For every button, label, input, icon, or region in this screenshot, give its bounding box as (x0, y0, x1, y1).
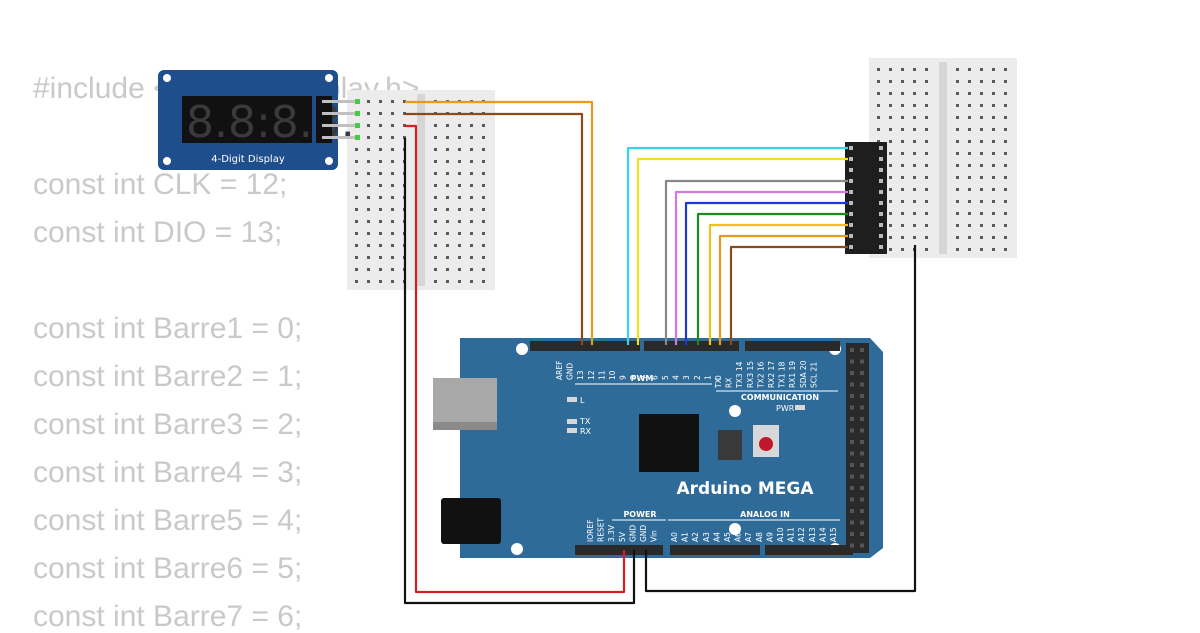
wire-gnd-bar (644, 245, 917, 593)
breadboard-right (869, 58, 1017, 258)
analog-pin-label: A3 (702, 532, 711, 542)
comm-pin-label: RX1 19 (788, 361, 797, 388)
analog-pin-label: A10 (776, 527, 785, 542)
analog-pin-label: A6 (734, 532, 743, 542)
code-line: const int Barre1 = 0; (33, 312, 303, 345)
bar-led-header (845, 142, 887, 254)
power-jack (441, 498, 501, 544)
analog-pin-label: A12 (797, 527, 806, 542)
wire-bar6 (696, 212, 848, 345)
comm-pin-label: SDA 20 (799, 360, 808, 388)
comm-pin-label: RX2 17 (767, 361, 776, 388)
analog-pin-label: A13 (808, 527, 817, 542)
power-pin-label: GND (628, 525, 637, 542)
code-line: const int Barre6 = 5; (33, 552, 303, 585)
comm-pin-label: TX3 14 (735, 361, 744, 389)
microcontroller-chip (639, 414, 699, 472)
breadboard-left (347, 90, 495, 290)
digital-pin-label: 4 (672, 375, 681, 380)
analog-pin-label: A7 (744, 532, 753, 542)
board-name: Arduino MEGA (677, 479, 815, 499)
digital-pin-label: 10 (608, 370, 617, 380)
comm-pin-label: TX1 18 (778, 361, 787, 389)
digital-pin-label: 11 (597, 370, 606, 380)
power-pin-label: 5V (618, 531, 627, 542)
digital-pin-label: 3 (682, 375, 691, 380)
led-l-label: L (580, 396, 585, 405)
wire-bar2 (636, 157, 848, 345)
wire-bar5 (684, 201, 848, 345)
power-pin-label: RESET (597, 518, 606, 542)
code-line: const int DIO = 13; (33, 216, 283, 249)
icsp-header (718, 430, 742, 460)
wires (403, 100, 917, 605)
code-line: const int Barre4 = 3; (33, 456, 303, 489)
led-rx-label: RX (580, 427, 592, 436)
wire-clk (405, 100, 594, 345)
analog-pin-label: A4 (712, 532, 721, 542)
digital-pin-label: 1 (703, 375, 712, 380)
comm-pin-label: RX3 15 (746, 361, 755, 388)
display-label: 4-Digit Display (211, 154, 285, 165)
wire-bar8 (718, 234, 848, 345)
digital-pin-label: 12 (587, 370, 596, 380)
code-line: const int Barre2 = 1; (33, 360, 303, 393)
analog-pin-label: A9 (765, 532, 774, 542)
digital-pin-label: 0 (714, 375, 723, 380)
power-pin-label: 3.3V (607, 524, 616, 542)
digital-pin-label: 2 (693, 375, 702, 380)
wire-bar9 (729, 245, 848, 345)
wire-bar3 (664, 179, 848, 345)
wire-bar7 (708, 223, 848, 345)
power-pin-label: GND (639, 525, 648, 542)
digital-pin-label: 13 (576, 370, 585, 380)
comm-pin-label: TX2 16 (756, 361, 765, 389)
digital-pin-label: 6 (650, 375, 659, 380)
power-pin-label: Vin (650, 530, 659, 542)
digital-pin-label: 5 (661, 375, 670, 380)
code-line: const int Barre5 = 4; (33, 504, 303, 537)
digital-pin-label: 8 (629, 375, 638, 380)
usb-port (433, 378, 497, 430)
power-pin-label: IOREF (586, 520, 595, 542)
comm-pin-label: RX (725, 378, 734, 388)
digital-pin-label: 9 (619, 375, 628, 380)
code-line: const int Barre7 = 6; (33, 600, 303, 633)
code-line: const int Barre3 = 2; (33, 408, 303, 441)
digital-pin-label: GND (566, 363, 575, 380)
led-tx-label: TX (579, 417, 591, 426)
analog-pin-label: A0 (670, 532, 679, 542)
analog-in-label: ANALOG IN (740, 510, 790, 519)
code-line: const int CLK = 12; (33, 168, 288, 201)
digital-pin-label: AREF (555, 361, 564, 380)
pwr-led-label: PWR (776, 404, 795, 413)
analog-pin-label: A1 (681, 532, 690, 542)
wire-5v (405, 124, 626, 594)
communication-label: COMMUNICATION (741, 393, 819, 402)
analog-pin-label: A11 (787, 527, 796, 542)
analog-pin-label: A14 (818, 527, 827, 542)
pwm-label: PWM (631, 374, 654, 383)
comm-pin-label: SCL 21 (809, 362, 818, 388)
four-digit-display: 8.8:8.8. 4-Digit Display (158, 70, 360, 170)
wire-bar1 (626, 146, 848, 345)
digital-pin-label: 7 (640, 375, 649, 380)
power-label: POWER (623, 510, 656, 519)
analog-pin-label: A5 (723, 532, 732, 542)
comm-pin-label: TX (714, 378, 723, 389)
analog-pin-label: A2 (691, 532, 700, 542)
wire-gnd-display (403, 138, 636, 605)
analog-pin-label: A15 (829, 527, 838, 542)
wire-bar4 (674, 190, 848, 345)
arduino-mega-board: L TX RX PWR Arduino MEGA PWM COMMUNICATI… (433, 338, 883, 558)
wire-dio (405, 112, 584, 345)
analog-pin-label: A8 (755, 532, 764, 542)
